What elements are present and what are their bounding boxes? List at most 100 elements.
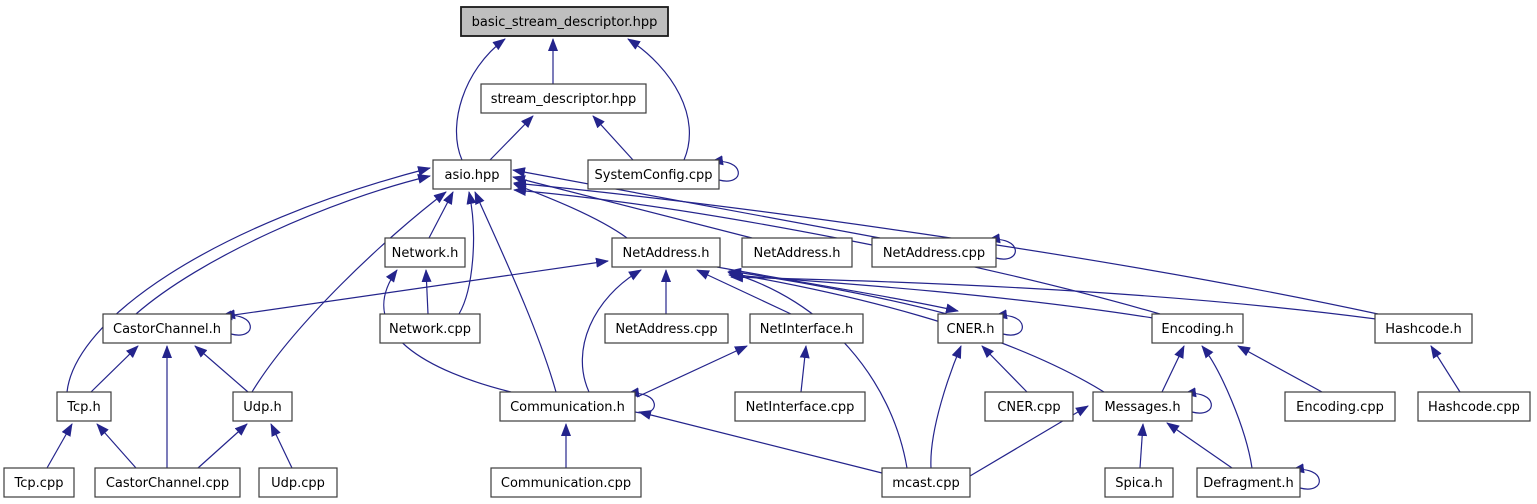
node-box xyxy=(1417,391,1531,422)
edge-comm_h-to-netif_h xyxy=(636,345,748,398)
edge-netif_cpp-to-netif_h xyxy=(799,345,810,393)
node-label: Tcp.h xyxy=(66,400,101,415)
edge-spica_h-to-messages_h xyxy=(1137,423,1148,469)
node-mcast.cpp[interactable]: mcast.cpp xyxy=(881,467,971,498)
node-Messages.h[interactable]: Messages.h xyxy=(1092,391,1193,422)
node-Spica.h[interactable]: Spica.h xyxy=(1104,467,1174,498)
node-CastorChannel.h[interactable]: CastorChannel.h xyxy=(102,313,232,344)
edge-castor_h-to-asio xyxy=(135,173,431,315)
edge-comm_h-to-network_h xyxy=(383,269,512,393)
edge-sysconfig-to-sd xyxy=(592,115,634,161)
node-NetAddress.h[interactable]: NetAddress.h xyxy=(741,237,853,268)
node-NetAddress.cpp[interactable]: NetAddress.cpp xyxy=(604,313,729,344)
node-box xyxy=(460,6,669,37)
edge-hashcode_h-to-asio xyxy=(513,179,1379,315)
node-Hashcode.cpp[interactable]: Hashcode.cpp xyxy=(1417,391,1531,422)
edge-udp_h-to-asio xyxy=(251,191,447,393)
node-label: mcast.cpp xyxy=(892,476,959,491)
node-Encoding.h[interactable]: Encoding.h xyxy=(1151,313,1244,344)
edge-comm_h-to-netaddr_h_a xyxy=(581,269,642,393)
node-label: NetInterface.cpp xyxy=(746,400,855,415)
node-box xyxy=(3,467,75,498)
edge-layer xyxy=(46,38,1461,490)
node-Defragment.h[interactable]: Defragment.h xyxy=(1196,467,1301,498)
node-Communication.cpp[interactable]: Communication.cpp xyxy=(490,467,642,498)
node-box xyxy=(881,467,971,498)
node-box xyxy=(258,467,338,498)
node-NetInterface.h[interactable]: NetInterface.h xyxy=(749,313,864,344)
node-layer: basic_stream_descriptor.hpp stream_descri… xyxy=(3,6,1531,498)
node-label: CNER.cpp xyxy=(997,400,1060,415)
node-label: CastorChannel.h xyxy=(113,322,221,337)
node-Network.cpp[interactable]: Network.cpp xyxy=(379,313,481,344)
node-NetAddress.cpp[interactable]: NetAddress.cpp xyxy=(871,237,997,268)
edge-messages_h-to-encoding_h xyxy=(1161,345,1185,393)
node-Tcp.cpp[interactable]: Tcp.cpp xyxy=(3,467,75,498)
edge-castor_cpp-to-tcp_h xyxy=(96,423,137,469)
node-Hashcode.h[interactable]: Hashcode.h xyxy=(1374,313,1473,344)
self-loop-comm_h xyxy=(626,387,655,414)
edge-netaddr_cpp_b-to-asio xyxy=(512,167,881,239)
node-NetAddress.h[interactable]: NetAddress.h xyxy=(611,237,721,268)
node-label: Hashcode.h xyxy=(1385,322,1461,337)
node-NetInterface.cpp[interactable]: NetInterface.cpp xyxy=(734,391,866,422)
edge-messages_h-to-netaddr_h_a xyxy=(728,270,1105,393)
node-box xyxy=(1151,313,1244,344)
node-label: NetInterface.h xyxy=(760,322,853,337)
node-label: Udp.cpp xyxy=(271,476,325,491)
node-CNER.cpp[interactable]: CNER.cpp xyxy=(984,391,1074,422)
node-Udp.cpp[interactable]: Udp.cpp xyxy=(258,467,338,498)
node-box xyxy=(232,391,293,422)
node-SystemConfig.cpp[interactable]: SystemConfig.cpp xyxy=(587,159,720,190)
node-label: Messages.h xyxy=(1104,400,1180,415)
node-box xyxy=(604,313,729,344)
node-label: Network.cpp xyxy=(389,322,471,337)
edge-mcast_cpp-to-cner_h xyxy=(930,345,962,469)
node-label: basic_stream_descriptor.hpp xyxy=(472,15,658,30)
node-stream_descriptor.hpp[interactable]: stream_descriptor.hpp xyxy=(480,83,647,114)
node-box xyxy=(741,237,853,268)
node-label: Tcp.cpp xyxy=(14,476,64,491)
edge-encoding_cpp-to-encoding_h xyxy=(1237,345,1323,393)
node-box xyxy=(56,391,112,422)
node-box xyxy=(1284,391,1396,422)
node-Communication.h[interactable]: Communication.h xyxy=(499,391,636,422)
node-asio.hpp[interactable]: asio.hpp xyxy=(432,159,512,190)
node-box xyxy=(490,467,642,498)
edge-sysconfig-to-bsd xyxy=(627,38,690,161)
node-box xyxy=(984,391,1074,422)
edge-mcast_cpp-to-comm_h xyxy=(638,410,883,474)
node-Network.h[interactable]: Network.h xyxy=(384,237,466,268)
node-basic_stream_descriptor.hpp[interactable]: basic_stream_descriptor.hpp xyxy=(460,6,669,37)
node-box xyxy=(102,313,232,344)
node-label: Communication.cpp xyxy=(501,476,631,491)
node-CNER.h[interactable]: CNER.h xyxy=(937,313,1004,344)
node-label: CNER.h xyxy=(947,322,995,337)
self-loop-messages_h xyxy=(1183,387,1212,414)
edge-cner_h-to-netaddr_h_a xyxy=(728,267,948,315)
node-box xyxy=(384,237,466,268)
node-box xyxy=(1374,313,1473,344)
edge-udp_h-to-castor_h xyxy=(194,345,249,393)
node-box xyxy=(480,83,647,114)
node-Udp.h[interactable]: Udp.h xyxy=(232,391,293,422)
node-label: CastorChannel.cpp xyxy=(106,476,229,491)
node-label: NetAddress.h xyxy=(623,246,710,261)
node-Encoding.cpp[interactable]: Encoding.cpp xyxy=(1284,391,1396,422)
edge-defrag_h-to-encoding_h xyxy=(1201,345,1253,469)
node-Tcp.h[interactable]: Tcp.h xyxy=(56,391,112,422)
node-label: NetAddress.h xyxy=(754,246,841,261)
node-box xyxy=(871,237,997,268)
self-loop-sysconfig xyxy=(710,155,739,182)
edge-tcp_cpp-to-tcp_h xyxy=(46,423,73,469)
node-box xyxy=(937,313,1004,344)
node-box xyxy=(379,313,481,344)
node-label: stream_descriptor.hpp xyxy=(491,92,637,107)
self-loop-netaddr_cpp_b xyxy=(987,233,1016,260)
edge-castor_h-to-netaddr_h_a xyxy=(219,257,609,321)
edge-network_cpp-to-network_h xyxy=(421,269,432,315)
node-box xyxy=(432,159,512,190)
node-CastorChannel.cpp[interactable]: CastorChannel.cpp xyxy=(94,467,241,498)
